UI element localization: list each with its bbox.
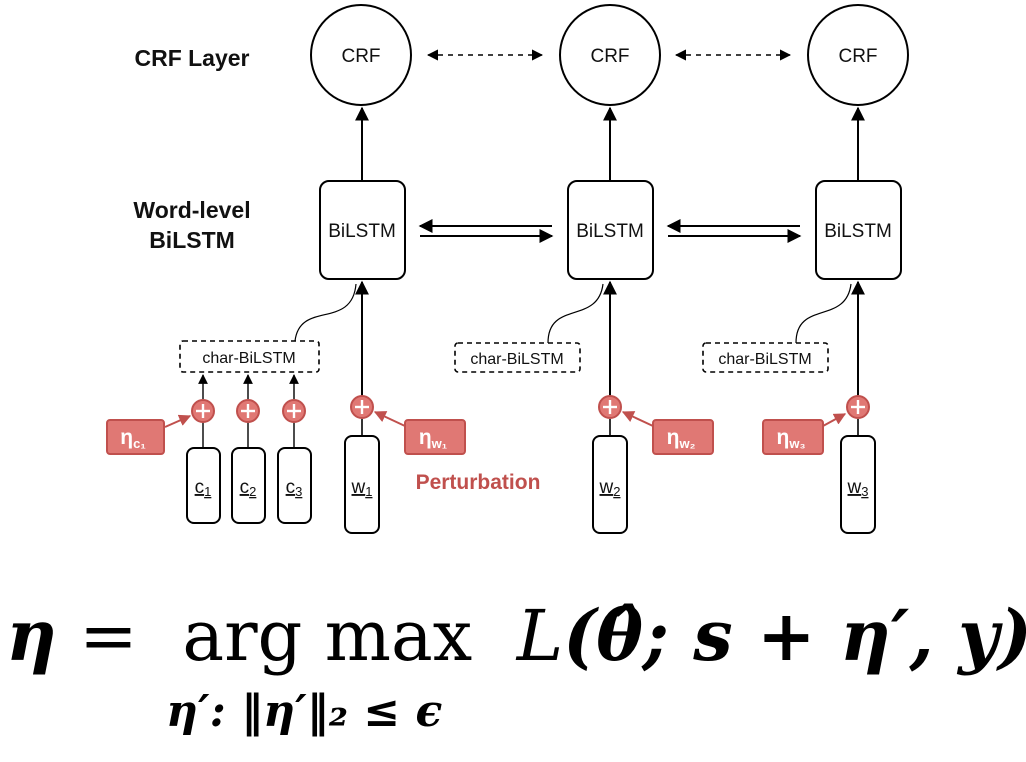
adversarial-formula: η = arg max L(θ̂; s + η′, y) η′: ‖η′‖₂ ≤… bbox=[0, 576, 1026, 762]
plus-circle-c2 bbox=[236, 399, 260, 423]
char-input-c2: c2 bbox=[231, 447, 266, 524]
eta-w3-sub: w₃ bbox=[788, 436, 805, 451]
formula-argmax: arg max bbox=[182, 595, 473, 677]
svg-text:ηc₁: ηc₁ bbox=[120, 426, 145, 451]
c3-sub: 3 bbox=[295, 484, 302, 499]
bilstm-box-2-label: BiLSTM bbox=[576, 221, 644, 242]
crf-node-2 bbox=[559, 4, 661, 106]
word-input-w2: w2 bbox=[592, 435, 628, 534]
w1-sub: 1 bbox=[365, 484, 372, 499]
eta-w2-base: η bbox=[667, 426, 680, 449]
formula-loss-args: (θ̂; s + η′, y) bbox=[563, 594, 1026, 677]
w2-sub: 2 bbox=[613, 484, 620, 499]
eta-w1-base: η bbox=[419, 426, 432, 449]
formula-eta-lhs: η bbox=[6, 594, 57, 677]
perturbation-label: Perturbation bbox=[416, 471, 541, 494]
word-level-label-line1: Word-level bbox=[133, 197, 250, 223]
svg-text:ηw₂: ηw₂ bbox=[667, 426, 696, 451]
crf-node-3 bbox=[807, 4, 909, 106]
formula-loss-fn: L bbox=[516, 595, 564, 677]
eta-c1-sub: c₁ bbox=[133, 436, 146, 451]
eta-w3-tag: ηw₃ bbox=[762, 419, 824, 455]
char-bilstm3-connector bbox=[795, 283, 852, 344]
eta-w2-sub: w₂ bbox=[678, 436, 695, 451]
svg-text:w1: w1 bbox=[351, 477, 373, 499]
char-bilstm-box-3-label: char-BiLSTM bbox=[718, 351, 811, 368]
crf-node-1 bbox=[310, 4, 412, 106]
word-level-label-line2: BiLSTM bbox=[149, 227, 235, 253]
svg-text:w3: w3 bbox=[847, 477, 869, 499]
crf-node-2-label: CRF bbox=[590, 46, 629, 67]
char-bilstm-box-1-label: char-BiLSTM bbox=[202, 350, 295, 367]
char-bilstm-box-3 bbox=[702, 342, 829, 373]
plus-circle-w3 bbox=[846, 395, 870, 419]
plus-circle-w1 bbox=[350, 395, 374, 419]
word-input-w3: w3 bbox=[840, 435, 876, 534]
eta-w3-base: η bbox=[777, 426, 790, 449]
char-input-c3: c3 bbox=[277, 447, 312, 524]
formula-constraint: η′: ‖η′‖₂ ≤ ϵ bbox=[166, 686, 443, 737]
eta-c1-base: η bbox=[120, 426, 133, 449]
char-bilstm-box-2-label: char-BiLSTM bbox=[470, 351, 563, 368]
char-bilstm-box-2 bbox=[454, 342, 581, 373]
eta-w1-tag: ηw₁ bbox=[404, 419, 466, 455]
char-bilstm1-connector bbox=[294, 283, 357, 342]
eta-c1-arrow bbox=[164, 414, 192, 428]
c3-base: c bbox=[286, 477, 296, 498]
eta-w1-sub: w₁ bbox=[431, 436, 448, 451]
w1-base: w bbox=[351, 477, 366, 498]
svg-text:ηw₁: ηw₁ bbox=[419, 426, 447, 451]
plus-circle-w2 bbox=[598, 395, 622, 419]
formula-equals: = bbox=[79, 595, 138, 677]
char-bilstm-box-1 bbox=[179, 340, 320, 373]
eta-w2-tag: ηw₂ bbox=[652, 419, 714, 455]
svg-text:ηw₃: ηw₃ bbox=[777, 426, 806, 451]
c1-base: c bbox=[195, 477, 205, 498]
w3-base: w bbox=[847, 477, 862, 498]
c2-base: c bbox=[240, 477, 250, 498]
c1-sub: 1 bbox=[204, 484, 211, 499]
svg-text:c3: c3 bbox=[286, 477, 303, 499]
eta-w2-arrow bbox=[621, 411, 654, 427]
eta-w1-arrow bbox=[373, 411, 406, 427]
svg-text:c1: c1 bbox=[195, 477, 212, 499]
crf-layer-label: CRF Layer bbox=[134, 45, 249, 71]
svg-text:w2: w2 bbox=[599, 477, 621, 499]
plus-circle-c1 bbox=[191, 399, 215, 423]
char-bilstm2-connector bbox=[547, 283, 604, 344]
bilstm-box-3-label: BiLSTM bbox=[824, 221, 892, 242]
c2-sub: 2 bbox=[249, 484, 256, 499]
crf-node-3-label: CRF bbox=[838, 46, 877, 67]
w2-base: w bbox=[599, 477, 614, 498]
formula-main-line: η = arg max L(θ̂; s + η′, y) bbox=[6, 594, 1026, 677]
plus-circle-c3 bbox=[282, 399, 306, 423]
word-input-w1: w1 bbox=[344, 435, 380, 534]
svg-text:c2: c2 bbox=[240, 477, 257, 499]
bilstm-box-1-label: BiLSTM bbox=[328, 221, 396, 242]
char-input-c1: c1 bbox=[186, 447, 221, 524]
eta-c1-tag: ηc₁ bbox=[106, 419, 165, 455]
eta-w3-arrow bbox=[822, 413, 847, 427]
w3-sub: 3 bbox=[861, 484, 868, 499]
crf-node-1-label: CRF bbox=[341, 46, 380, 67]
